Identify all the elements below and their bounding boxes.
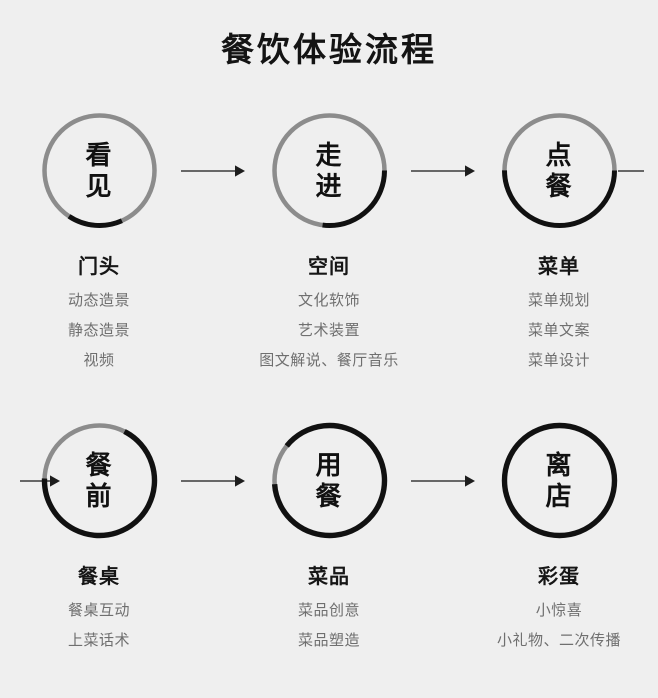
progress-ring-lidian: 离店 xyxy=(497,418,622,543)
node-title: 彩蛋 xyxy=(538,566,580,588)
progress-ring-icon xyxy=(271,113,387,228)
progress-ring-icon xyxy=(41,422,157,539)
arrow-right-icon xyxy=(181,474,245,487)
arrow-right-icon xyxy=(411,474,475,487)
node-subitem-list: 小惊喜 小礼物、二次传播 xyxy=(497,599,621,650)
list-item: 菜品创意 xyxy=(297,602,360,619)
flow-node-canqian[interactable]: 餐前 餐桌 餐桌互动 上菜话术 xyxy=(24,418,174,650)
stage-label: 用餐 xyxy=(315,449,343,511)
list-item: 菜品塑造 xyxy=(297,632,360,649)
progress-ring-icon xyxy=(271,422,387,539)
stage-label: 离店 xyxy=(545,449,573,511)
progress-ring-zoujin: 走进 xyxy=(267,108,392,233)
list-item: 菜单文案 xyxy=(527,322,590,339)
progress-ring-yongcan: 用餐 xyxy=(267,418,392,543)
node-title: 空间 xyxy=(308,256,350,278)
node-subitem-list: 菜单规划 菜单文案 菜单设计 xyxy=(528,289,590,370)
progress-ring-kanjian: 看见 xyxy=(37,108,162,233)
connector-arrow-4 xyxy=(404,418,484,543)
progress-ring-diancan: 点餐 xyxy=(497,108,622,233)
arrow-right-icon xyxy=(181,164,245,177)
connector-arrow-3 xyxy=(174,418,254,543)
page-title: 餐饮体验流程 xyxy=(221,31,437,68)
node-title: 菜品 xyxy=(308,566,350,588)
node-subitem-list: 动态造景 静态造景 视频 xyxy=(68,289,130,370)
list-item: 餐桌互动 xyxy=(67,602,130,619)
stage-label: 餐前 xyxy=(85,449,113,511)
list-item: 视频 xyxy=(83,352,115,369)
progress-ring-icon xyxy=(501,113,617,228)
list-item: 菜单设计 xyxy=(527,352,590,369)
connector-arrow-1 xyxy=(174,108,254,233)
arrow-right-icon xyxy=(411,164,475,177)
list-item: 静态造景 xyxy=(67,322,130,339)
connector-row1-trailing xyxy=(618,108,658,233)
list-item: 文化软饰 xyxy=(297,292,360,309)
list-item: 艺术装置 xyxy=(297,322,360,339)
list-item: 小礼物、二次传播 xyxy=(496,632,621,649)
stage-label: 看见 xyxy=(85,139,113,201)
node-title: 菜单 xyxy=(538,256,580,278)
node-subitem-list: 菜品创意 菜品塑造 xyxy=(298,599,360,650)
stage-label: 点餐 xyxy=(545,139,573,201)
flow-node-zoujin[interactable]: 走进 空间 文化软饰 艺术装置 图文解说、餐厅音乐 xyxy=(254,108,404,370)
node-subitem-list: 文化软饰 艺术装置 图文解说、餐厅音乐 xyxy=(259,289,399,370)
flow-row-1: 看见 门头 动态造景 静态造景 视频 走进 空间 xyxy=(0,108,658,370)
list-item: 小惊喜 xyxy=(535,602,583,619)
flow-node-lidian[interactable]: 离店 彩蛋 小惊喜 小礼物、二次传播 xyxy=(484,418,634,650)
progress-ring-icon xyxy=(41,113,157,228)
flow-node-yongcan[interactable]: 用餐 菜品 菜品创意 菜品塑造 xyxy=(254,418,404,650)
list-item: 菜单规划 xyxy=(527,292,590,309)
node-title: 餐桌 xyxy=(78,566,120,588)
line-right-icon xyxy=(618,169,644,172)
node-title: 门头 xyxy=(78,256,120,278)
list-item: 图文解说、餐厅音乐 xyxy=(259,352,399,369)
node-subitem-list: 餐桌互动 上菜话术 xyxy=(68,599,130,650)
connector-arrow-2 xyxy=(404,108,484,233)
flow-node-diancan[interactable]: 点餐 菜单 菜单规划 菜单文案 菜单设计 xyxy=(484,108,634,370)
stage-label: 走进 xyxy=(315,139,343,201)
list-item: 上菜话术 xyxy=(67,632,130,649)
progress-ring-canqian: 餐前 xyxy=(37,418,162,543)
flow-node-kanjian[interactable]: 看见 门头 动态造景 静态造景 视频 xyxy=(24,108,174,370)
progress-ring-icon xyxy=(501,422,617,539)
list-item: 动态造景 xyxy=(67,292,130,309)
flow-row-2: 餐前 餐桌 餐桌互动 上菜话术 用餐 菜品 xyxy=(0,418,658,650)
